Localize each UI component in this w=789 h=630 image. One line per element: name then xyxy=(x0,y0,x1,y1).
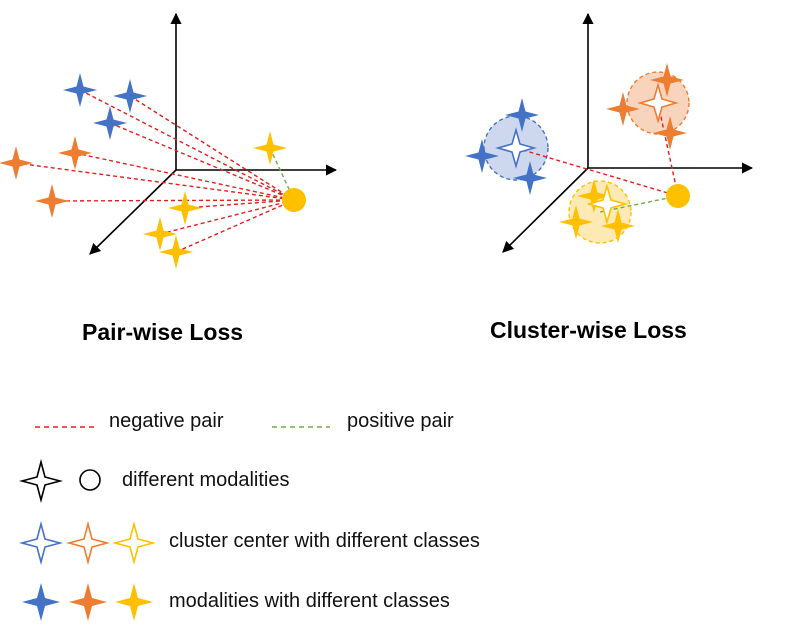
orange-star-icon xyxy=(606,92,640,126)
blue-star-icon xyxy=(63,73,97,107)
yellow-star-icon xyxy=(159,235,193,269)
yellow-star-icon xyxy=(168,191,202,225)
pairwise-negative-lines xyxy=(15,89,295,253)
yellow-star-icon xyxy=(601,209,635,243)
clusterwise-negative-lines xyxy=(515,102,679,197)
clusterwise-stars xyxy=(465,63,687,243)
legend-cluster-center-label: cluster center with different classes xyxy=(169,530,480,552)
blue-star-icon xyxy=(513,161,547,195)
pairwise-stars xyxy=(0,73,287,269)
pairwise-anchor-circle-icon xyxy=(282,188,306,212)
yellow-star-icon xyxy=(253,131,287,165)
four-point-star-icon xyxy=(18,458,64,504)
yellow-cluster-center-icon xyxy=(111,520,157,566)
clusterwise-title: Cluster-wise Loss xyxy=(490,317,687,343)
orange-star-icon xyxy=(35,184,69,218)
orange-cluster-center-icon xyxy=(637,82,679,124)
blue-star-icon xyxy=(93,106,127,140)
legend-cluster-center-icons xyxy=(18,520,157,566)
orange-star-icon xyxy=(58,136,92,170)
legend-positive-pair-label: positive pair xyxy=(347,410,454,432)
orange-cluster-center-icon xyxy=(65,520,111,566)
clusterwise-positive-line xyxy=(599,195,679,213)
orange-star-icon xyxy=(69,583,107,621)
blue-cluster-center-icon xyxy=(18,520,64,566)
blue-star-icon xyxy=(22,583,60,621)
orange-star-icon xyxy=(653,116,687,150)
yellow-star-icon xyxy=(559,205,593,239)
orange-star-icon xyxy=(0,146,33,180)
pairwise-positive-line xyxy=(269,147,295,201)
blue-star-icon xyxy=(505,98,539,132)
blue-star-icon xyxy=(113,79,147,113)
pairwise-title: Pair-wise Loss xyxy=(82,319,244,345)
clusterwise-axes xyxy=(502,12,754,253)
orange-star-icon xyxy=(650,63,684,97)
yellow-star-icon xyxy=(577,179,611,213)
yellow-cluster-center-icon xyxy=(586,183,628,225)
blue-cluster-center-icon xyxy=(495,127,537,169)
pairwise-axes xyxy=(89,12,338,255)
legend-negative-pair-label: negative pair xyxy=(109,410,224,432)
legend-different-modalities-label: different modalities xyxy=(122,469,290,491)
yellow-star-icon xyxy=(115,583,153,621)
legend-modalities-classes-label: modalities with different classes xyxy=(169,590,450,612)
blue-star-icon xyxy=(465,139,499,173)
clusterwise-anchor-circle-icon xyxy=(666,184,690,208)
legend-modality-icons xyxy=(22,583,153,621)
yellow-star-icon xyxy=(143,217,177,251)
circle-icon xyxy=(79,469,101,491)
